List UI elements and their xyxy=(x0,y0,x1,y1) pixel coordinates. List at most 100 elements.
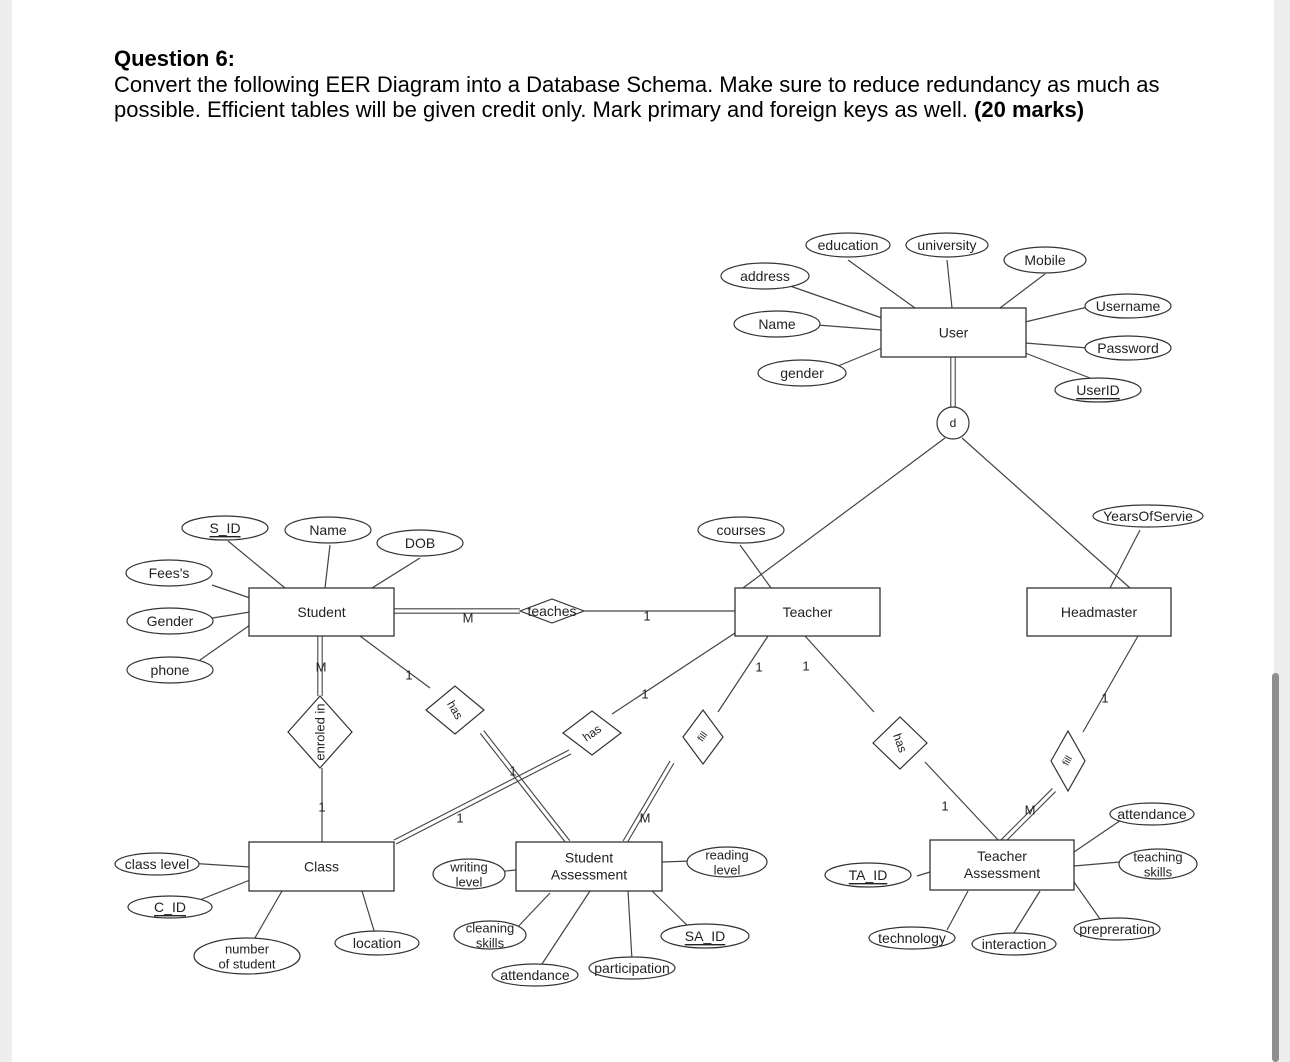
attribute-ellipse xyxy=(453,920,527,950)
attribute-ellipse xyxy=(588,956,676,980)
attribute-gender-user: gender xyxy=(757,359,847,387)
question-text: Convert the following EER Diagram into a… xyxy=(114,72,1160,122)
attribute-label: SA_ID xyxy=(685,928,725,944)
entity-box xyxy=(248,587,395,637)
attribute-ellipse xyxy=(126,607,214,635)
connector-line xyxy=(961,437,1131,589)
attribute-technology: technology xyxy=(868,926,956,950)
attribute-ellipse xyxy=(1084,293,1172,319)
entity-box xyxy=(248,841,395,892)
question-marks: (20 marks) xyxy=(974,97,1085,122)
attribute-user-name: Name xyxy=(733,310,821,338)
connector-line xyxy=(1024,305,1093,323)
attribute-ellipse xyxy=(720,262,810,290)
attribute-label: location xyxy=(353,935,401,951)
entity-label: Headmaster xyxy=(1061,604,1138,620)
total-participation-line xyxy=(1000,788,1053,841)
attribute-prepreration: prepreration xyxy=(1073,917,1161,941)
entity-label: Assessment xyxy=(964,865,1040,881)
attribute-label: writing xyxy=(449,860,488,875)
connector-line xyxy=(371,557,421,589)
attribute-c-id: C_ID xyxy=(127,895,213,919)
entity-class: Class xyxy=(248,841,395,892)
connector-line xyxy=(251,890,283,944)
attribute-ellipse xyxy=(733,310,821,338)
attribute-label: Username xyxy=(1096,298,1161,314)
connector-line xyxy=(946,890,969,931)
attribute-ellipse xyxy=(971,932,1057,956)
attribute-ellipse xyxy=(1073,917,1161,941)
attribute-mobile: Mobile xyxy=(1003,246,1087,274)
attribute-years-of-service: YearsOfServie xyxy=(1092,504,1204,528)
connector-line xyxy=(847,259,916,309)
connector-line xyxy=(199,624,251,661)
attribute-education: education xyxy=(805,232,891,258)
question-body: Convert the following EER Diagram into a… xyxy=(114,72,1194,122)
connector-line xyxy=(359,635,431,689)
attribute-label: education xyxy=(818,237,879,253)
attribute-address: address xyxy=(720,262,810,290)
attribute-label: level xyxy=(456,875,483,890)
attribute-label: class level xyxy=(125,856,190,872)
attribute-label: Fees's xyxy=(149,565,190,581)
connector-line xyxy=(1024,352,1091,379)
total-participation-line xyxy=(483,730,571,841)
attribute-ellipse xyxy=(868,926,956,950)
total-participation-line xyxy=(479,733,567,844)
entity-label: User xyxy=(939,325,969,341)
relationship-fill-headmaster-ta: fill xyxy=(1050,729,1086,793)
entity-student: Student xyxy=(248,587,395,637)
attribute-label: TA_ID xyxy=(849,867,888,883)
connector-line xyxy=(916,871,931,877)
cardinality-c9: 1 xyxy=(755,660,762,675)
attribute-location: location xyxy=(334,930,420,956)
attribute-label: C_ID xyxy=(154,899,186,915)
connector-line xyxy=(1073,817,1125,853)
relationship-label: enroled in xyxy=(313,703,328,760)
relationship-diamond xyxy=(682,708,724,766)
attribute-ellipse xyxy=(1109,802,1195,826)
attribute-ta-attendance: attendance xyxy=(1109,802,1195,826)
connector-line xyxy=(361,890,376,935)
attribute-userid: UserID xyxy=(1054,377,1142,403)
attribute-label: participation xyxy=(594,960,670,976)
relationship-label: has xyxy=(890,732,910,755)
attribute-s-id: S_ID xyxy=(181,515,269,541)
cardinality-c3: M xyxy=(316,660,327,675)
attribute-label: attendance xyxy=(1117,806,1186,822)
connector-line xyxy=(1082,635,1139,733)
connector-line xyxy=(1109,529,1141,589)
relationship-has-teacher-class: has xyxy=(562,710,622,756)
connector-line xyxy=(627,890,633,961)
vertical-scrollbar[interactable] xyxy=(1272,673,1279,1062)
attribute-gender-student: Gender xyxy=(126,607,214,635)
relationship-fill-teacher-sa: fill xyxy=(682,708,724,766)
entity-teacher: Teacher xyxy=(734,587,881,637)
connector-line xyxy=(211,584,251,599)
relationship-enroled-in: enroled in xyxy=(287,695,353,769)
attribute-label: Password xyxy=(1097,340,1158,356)
connector-line xyxy=(804,635,875,713)
entity-label: Assessment xyxy=(551,867,627,883)
connector-line xyxy=(924,761,1001,843)
attribute-ellipse xyxy=(334,930,420,956)
cardinality-c5: 1 xyxy=(405,668,412,683)
relationship-diamond xyxy=(287,695,353,769)
attribute-label: of student xyxy=(218,957,275,972)
attribute-ellipse xyxy=(1054,377,1142,403)
attribute-username: Username xyxy=(1084,293,1172,319)
attribute-ellipse xyxy=(1084,335,1172,361)
attribute-participation: participation xyxy=(588,956,676,980)
attribute-ellipse xyxy=(126,656,214,684)
attribute-label: cleaning xyxy=(466,921,514,936)
attribute-label: level xyxy=(714,863,741,878)
attribute-label: attendance xyxy=(500,967,569,983)
connector-line xyxy=(789,285,883,319)
total-participation-line xyxy=(395,753,572,845)
attribute-label: gender xyxy=(780,365,824,381)
attribute-label: courses xyxy=(716,522,765,538)
attribute-sa-id: SA_ID xyxy=(660,923,750,949)
relationship-teaches: teaches xyxy=(518,598,586,624)
